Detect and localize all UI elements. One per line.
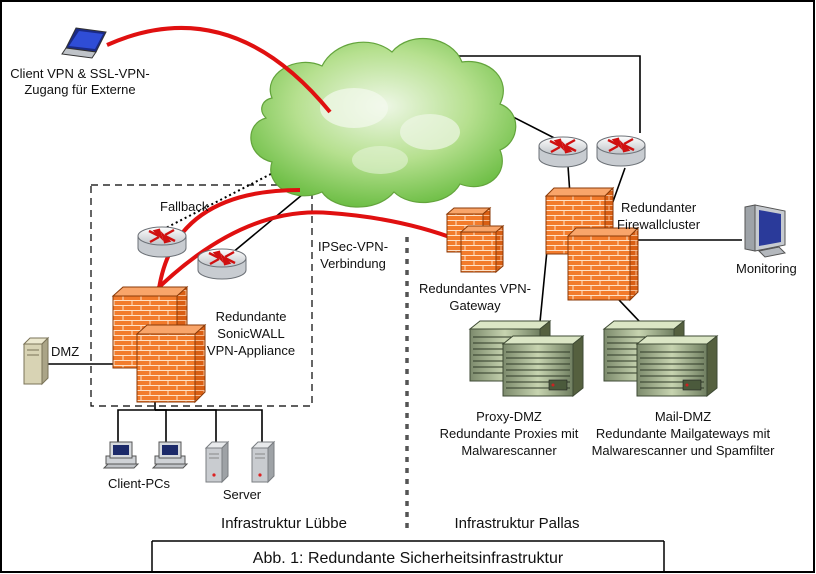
- dmz-label: DMZ: [51, 344, 79, 359]
- sonicwall-label: VPN-Appliance: [207, 343, 295, 358]
- sonicwall-label: Redundante: [216, 309, 287, 324]
- infra-pallas-title: Infrastruktur Pallas: [454, 515, 579, 532]
- sonicwall-label: SonicWALL: [217, 326, 284, 341]
- firewall-icon: [135, 323, 207, 404]
- proxy-dmz-label: Malwarescanner: [461, 443, 557, 458]
- luebbe-vpn-zone: [90, 184, 313, 407]
- figure-caption: Abb. 1: Redundante Sicherheitsinfrastruk…: [253, 550, 564, 567]
- router-icon: [136, 225, 188, 259]
- proxy-dmz-label: Redundante Proxies mit: [440, 426, 579, 441]
- server-rack-icon: [636, 335, 718, 397]
- tower-server-icon: [205, 441, 229, 483]
- infra-luebbe-title: Infrastruktur Lübbe: [221, 515, 347, 532]
- router-icon: [595, 134, 647, 168]
- mail-dmz-label: Redundante Mailgateways mit: [596, 426, 771, 441]
- proxy-dmz-label: Proxy-DMZ: [476, 409, 542, 424]
- tower-server-icon: [22, 336, 50, 386]
- mail-dmz-label: Malwarescanner und Spamfilter: [592, 443, 775, 458]
- client-pcs-label: Client-PCs: [108, 476, 171, 491]
- firewall-icon: [566, 226, 640, 302]
- client-vpn-label: Zugang für Externe: [24, 82, 135, 97]
- client-vpn-label: Client VPN & SSL-VPN-: [10, 66, 149, 81]
- router-icon: [196, 247, 248, 281]
- vpn-links: [106, 25, 459, 300]
- cloud-icon: [250, 37, 517, 208]
- firewall-icon: [459, 224, 505, 274]
- monitor-icon: [744, 204, 787, 258]
- monitoring-label: Monitoring: [736, 261, 797, 276]
- ipsec-label: IPSec-VPN-: [318, 239, 388, 254]
- fallback-link: [157, 157, 303, 233]
- router-icon: [537, 135, 589, 169]
- server-rack-icon: [502, 335, 584, 397]
- mail-dmz-label: Mail-DMZ: [655, 409, 711, 424]
- vpn-gateway-label: Gateway: [449, 298, 501, 313]
- server-label: Server: [223, 487, 262, 502]
- tower-server-icon: [251, 441, 275, 483]
- ipsec-label: Verbindung: [320, 256, 386, 271]
- laptop-icon: [61, 27, 107, 59]
- fallback-label: Fallback: [160, 199, 209, 214]
- firewallcluster-label: Redundanter: [621, 200, 697, 215]
- firewallcluster-label: Firewallcluster: [617, 217, 701, 232]
- vpn-gateway-label: Redundantes VPN-: [419, 281, 531, 296]
